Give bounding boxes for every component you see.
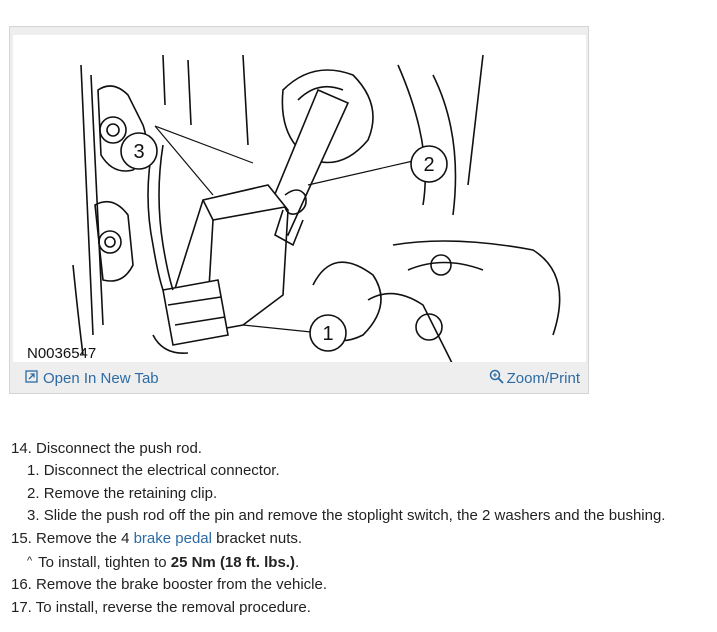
callout-2 (410, 145, 448, 183)
install-note: ^To install, tighten to 25 Nm (18 ft. lb… (27, 554, 300, 572)
zoom-print-label: Zoom/Print (506, 370, 580, 387)
external-link-icon (25, 370, 38, 387)
procedure-steps: 14. Disconnect the push rod. 1. Disconne… (11, 438, 665, 619)
torque-spec: 25 Nm (18 ft. lbs.) (170, 554, 295, 572)
step-16: 16. Remove the brake booster from the ve… (11, 576, 328, 594)
zoom-print-link[interactable]: Zoom/Print (489, 369, 580, 388)
callout-3-label: 3 (133, 141, 144, 163)
substep-2: 2. Remove the retaining clip. (27, 484, 218, 502)
open-in-new-tab-link[interactable]: Open In New Tab (25, 370, 159, 387)
step-14: 14. Disconnect the push rod. (11, 440, 202, 457)
callout-1 (309, 314, 347, 352)
open-in-new-tab-label: Open In New Tab (43, 370, 159, 387)
step-15: 15. Remove the 4 brake pedal bracket nut… (11, 529, 303, 547)
callout-3 (120, 132, 158, 170)
substep-1: 1. Disconnect the electrical connector. (27, 462, 280, 480)
diagram-image: 3 2 1 (13, 35, 586, 366)
step-17: 17. To install, reverse the removal proc… (11, 598, 311, 616)
callout-1-label: 1 (322, 323, 333, 345)
magnifier-icon (489, 369, 504, 388)
brake-pedal-link[interactable]: brake pedal (133, 529, 212, 547)
callout-2-label: 2 (423, 154, 434, 176)
figure-code: N0036547 (27, 345, 97, 362)
caret-icon: ^ (27, 555, 33, 568)
substep-3: 3. Slide the push rod off the pin and re… (27, 507, 666, 525)
